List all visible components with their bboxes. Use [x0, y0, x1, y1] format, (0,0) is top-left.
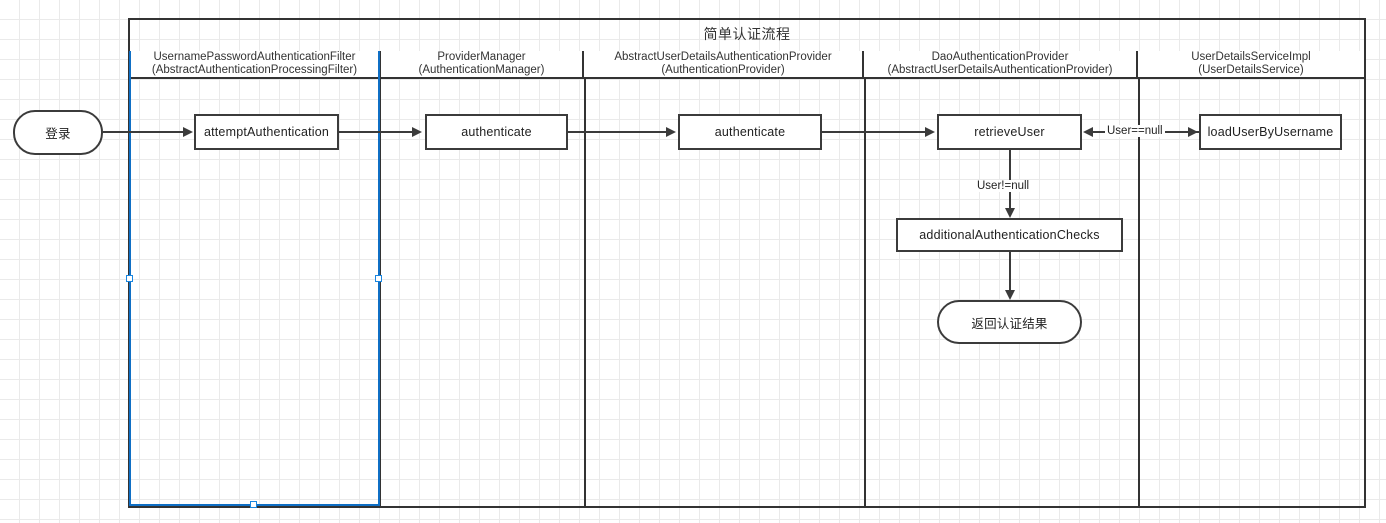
- arrowhead-right-icon: [412, 127, 422, 137]
- lane-divider-4[interactable]: [1138, 79, 1140, 506]
- lane-header-interface: (AbstractAuthenticationProcessingFilter): [151, 64, 358, 76]
- edge-additional-checks-to-return-result[interactable]: [1009, 252, 1011, 292]
- edge-authenticate-to-authenticate[interactable]: [568, 131, 666, 133]
- node-login[interactable]: 登录: [13, 110, 103, 155]
- node-additional-authentication-checks[interactable]: additionalAuthenticationChecks: [896, 218, 1123, 252]
- lane-header-interface: (AbstractUserDetailsAuthenticationProvid…: [887, 64, 1113, 76]
- lane-divider-1[interactable]: [379, 79, 381, 506]
- arrowhead-left-icon: [1083, 127, 1093, 137]
- node-return-result[interactable]: 返回认证结果: [937, 300, 1082, 344]
- node-authenticate-provider-manager[interactable]: authenticate: [425, 114, 568, 150]
- lane-selection-handle-right[interactable]: [375, 275, 382, 282]
- lane-header-provider-manager[interactable]: ProviderManager (AuthenticationManager): [381, 51, 584, 79]
- edge-label-user-not-null: User!=null: [975, 180, 1032, 192]
- lane-header-name: ProviderManager: [437, 51, 526, 63]
- lane-header-username-password-authentication-filter[interactable]: UsernamePasswordAuthenticationFilter (Ab…: [130, 51, 381, 79]
- lane-divider-2[interactable]: [584, 79, 586, 506]
- lane-header-abstract-user-details-authentication-provider[interactable]: AbstractUserDetailsAuthenticationProvide…: [584, 51, 864, 79]
- node-attempt-authentication[interactable]: attemptAuthentication: [194, 114, 339, 150]
- arrowhead-right-icon: [183, 127, 193, 137]
- arrowhead-right-icon: [666, 127, 676, 137]
- arrowhead-down-icon: [1005, 290, 1015, 300]
- lane-selection-handle-left[interactable]: [126, 275, 133, 282]
- lane-header-name: AbstractUserDetailsAuthenticationProvide…: [614, 51, 832, 63]
- lane-header-interface: (AuthenticationProvider): [661, 64, 785, 76]
- edge-attempt-authentication-to-authenticate[interactable]: [339, 131, 413, 133]
- arrowhead-right-icon: [925, 127, 935, 137]
- edge-login-to-attempt-authentication[interactable]: [103, 131, 184, 133]
- arrowhead-right-icon: [1188, 127, 1198, 137]
- lane-selection-handle-bottom[interactable]: [250, 501, 257, 508]
- node-retrieve-user[interactable]: retrieveUser: [937, 114, 1082, 150]
- pool-frame[interactable]: [128, 18, 1366, 508]
- edge-label-user-is-null: User==null: [1105, 125, 1165, 137]
- lane-header-dao-authentication-provider[interactable]: DaoAuthenticationProvider (AbstractUserD…: [864, 51, 1138, 79]
- lane-header-user-details-service-impl[interactable]: UserDetailsServiceImpl (UserDetailsServi…: [1138, 51, 1364, 79]
- lane-header-name: UsernamePasswordAuthenticationFilter: [153, 51, 356, 63]
- lane-divider-3[interactable]: [864, 79, 866, 506]
- arrowhead-down-icon: [1005, 208, 1015, 218]
- lane-header-name: DaoAuthenticationProvider: [931, 51, 1069, 63]
- pool-title: 简单认证流程: [703, 26, 791, 42]
- node-load-user-by-username[interactable]: loadUserByUsername: [1199, 114, 1342, 150]
- lane-header-interface: (UserDetailsService): [1198, 64, 1304, 76]
- lane-header-interface: (AuthenticationManager): [418, 64, 545, 76]
- node-authenticate-abstract-provider[interactable]: authenticate: [678, 114, 822, 150]
- edge-authenticate-to-retrieve-user[interactable]: [822, 131, 925, 133]
- lane-header-name: UserDetailsServiceImpl: [1191, 51, 1311, 63]
